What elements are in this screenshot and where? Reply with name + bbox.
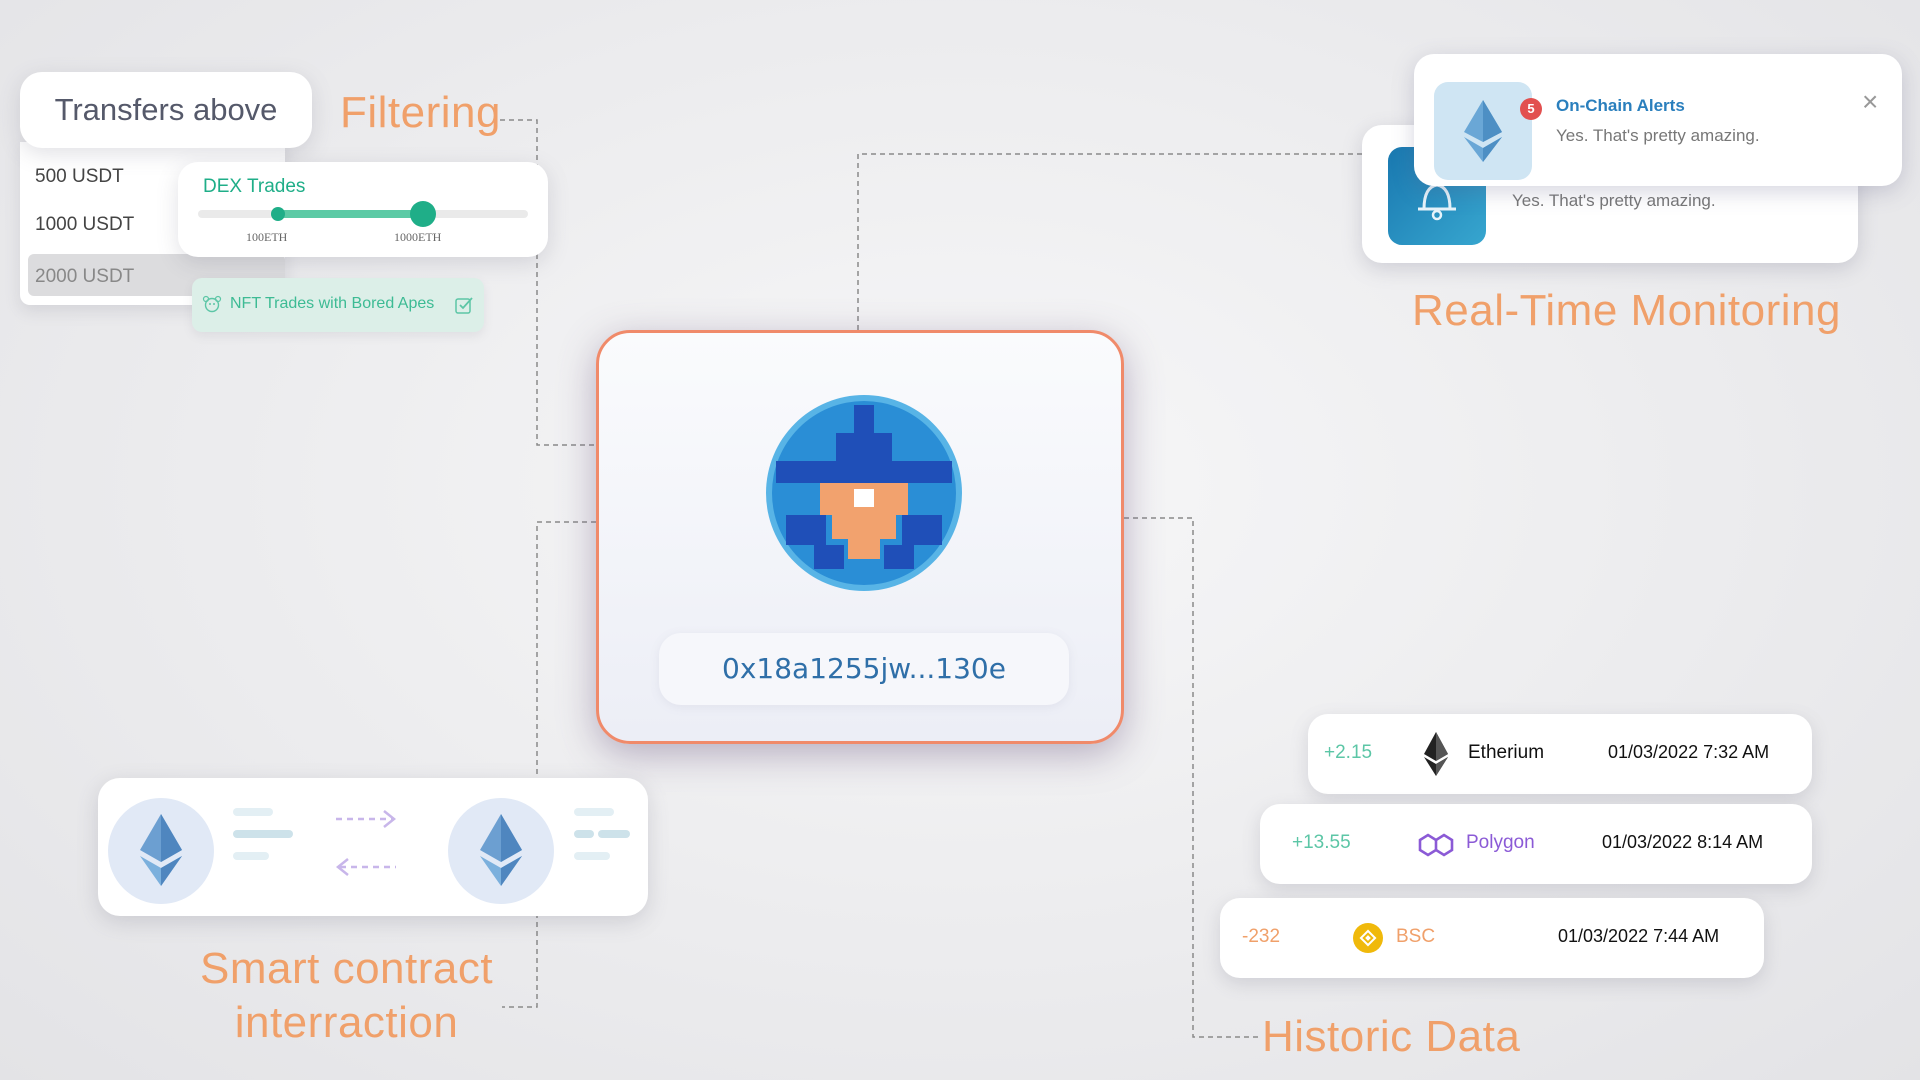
wallet-card[interactable]: 0x18a1255jw...130e <box>596 330 1124 744</box>
smart-contract-label-line2: interraction <box>234 998 459 1047</box>
back-alert-message: Yes. That's pretty amazing. <box>1512 191 1716 210</box>
close-icon[interactable]: × <box>1862 86 1879 117</box>
historic-delta: +2.15 <box>1324 742 1373 763</box>
amount-option-1000[interactable]: 1000 USDT <box>35 214 135 235</box>
pixel-avatar-icon <box>766 395 962 591</box>
historic-timestamp: 01/03/2022 7:44 AM <box>1558 926 1720 946</box>
alert-message: Yes. That's pretty amazing. <box>1556 126 1760 145</box>
placeholder-bar <box>574 852 610 860</box>
connector-monitoring <box>857 153 1362 330</box>
dex-trades-card: DEX Trades 100ETH 1000ETH <box>178 162 548 257</box>
historic-chain-name: Polygon <box>1466 832 1535 853</box>
historic-timestamp: 01/03/2022 8:14 AM <box>1602 832 1764 852</box>
bsc-icon <box>1344 914 1392 962</box>
checkbox-checked-icon[interactable] <box>454 295 474 320</box>
historic-row-ethereum[interactable]: +2.15 Etherium 01/03/2022 7:32 AM <box>1308 714 1812 794</box>
historic-delta: +13.55 <box>1292 832 1351 853</box>
amount-option-500[interactable]: 500 USDT <box>35 166 124 187</box>
nft-trades-label: NFT Trades with Bored Apes <box>230 295 435 312</box>
historic-chain-name: BSC <box>1396 926 1436 947</box>
filtering-label: Filtering <box>340 88 501 137</box>
alert-count-badge: 5 <box>1520 98 1542 120</box>
transfers-above-title: Transfers above <box>54 92 278 127</box>
slider-max-label: 1000ETH <box>394 230 442 244</box>
placeholder-bar <box>598 830 630 838</box>
placeholder-bar <box>233 830 293 838</box>
placeholder-bar <box>574 808 614 816</box>
range-slider-min-handle[interactable] <box>271 207 285 221</box>
onchain-alert-notification[interactable]: 5 On-Chain Alerts Yes. That's pretty ama… <box>1414 54 1902 186</box>
range-slider-fill <box>278 210 424 218</box>
ethereum-icon <box>1434 82 1532 180</box>
alert-title: On-Chain Alerts <box>1556 96 1685 115</box>
connector-smart-contract <box>502 521 596 1008</box>
placeholder-bar <box>233 852 269 860</box>
historic-delta: -232 <box>1242 926 1281 947</box>
amount-option-2000[interactable]: 2000 USDT <box>35 266 135 287</box>
historic-row-bsc[interactable]: -232 BSC 01/03/2022 7:44 AM <box>1220 898 1764 978</box>
ethereum-icon <box>1412 730 1460 778</box>
transfers-above-dropdown[interactable]: Transfers above <box>20 72 312 148</box>
historic-chain-name: Etherium <box>1468 742 1545 763</box>
connector-historic <box>1124 517 1258 1038</box>
wallet-address[interactable]: 0x18a1255jw...130e <box>659 633 1069 705</box>
ape-icon <box>202 294 222 319</box>
real-time-monitoring-label: Real-Time Monitoring <box>1412 286 1841 335</box>
smart-contract-card <box>98 778 648 916</box>
smart-contract-label-line1: Smart contract <box>200 944 494 993</box>
placeholder-bar <box>233 808 273 816</box>
slider-min-label: 100ETH <box>246 230 288 244</box>
nft-trades-chip[interactable]: NFT Trades with Bored Apes <box>192 278 484 332</box>
arrow-left-icon <box>334 856 398 883</box>
ethereum-icon <box>448 798 554 904</box>
historic-timestamp: 01/03/2022 7:32 AM <box>1608 742 1770 762</box>
historic-row-polygon[interactable]: +13.55 Polygon 01/03/2022 8:14 AM <box>1260 804 1812 884</box>
dex-trades-title: DEX Trades <box>203 176 306 197</box>
polygon-icon <box>1412 820 1460 868</box>
smart-contract-label: Smart contract interraction <box>200 942 493 1050</box>
connector-filtering <box>500 119 596 446</box>
placeholder-bar <box>574 830 594 838</box>
historic-data-label: Historic Data <box>1262 1012 1521 1061</box>
arrow-right-icon <box>334 808 398 835</box>
ethereum-icon <box>108 798 214 904</box>
range-slider-max-handle[interactable] <box>410 201 436 227</box>
